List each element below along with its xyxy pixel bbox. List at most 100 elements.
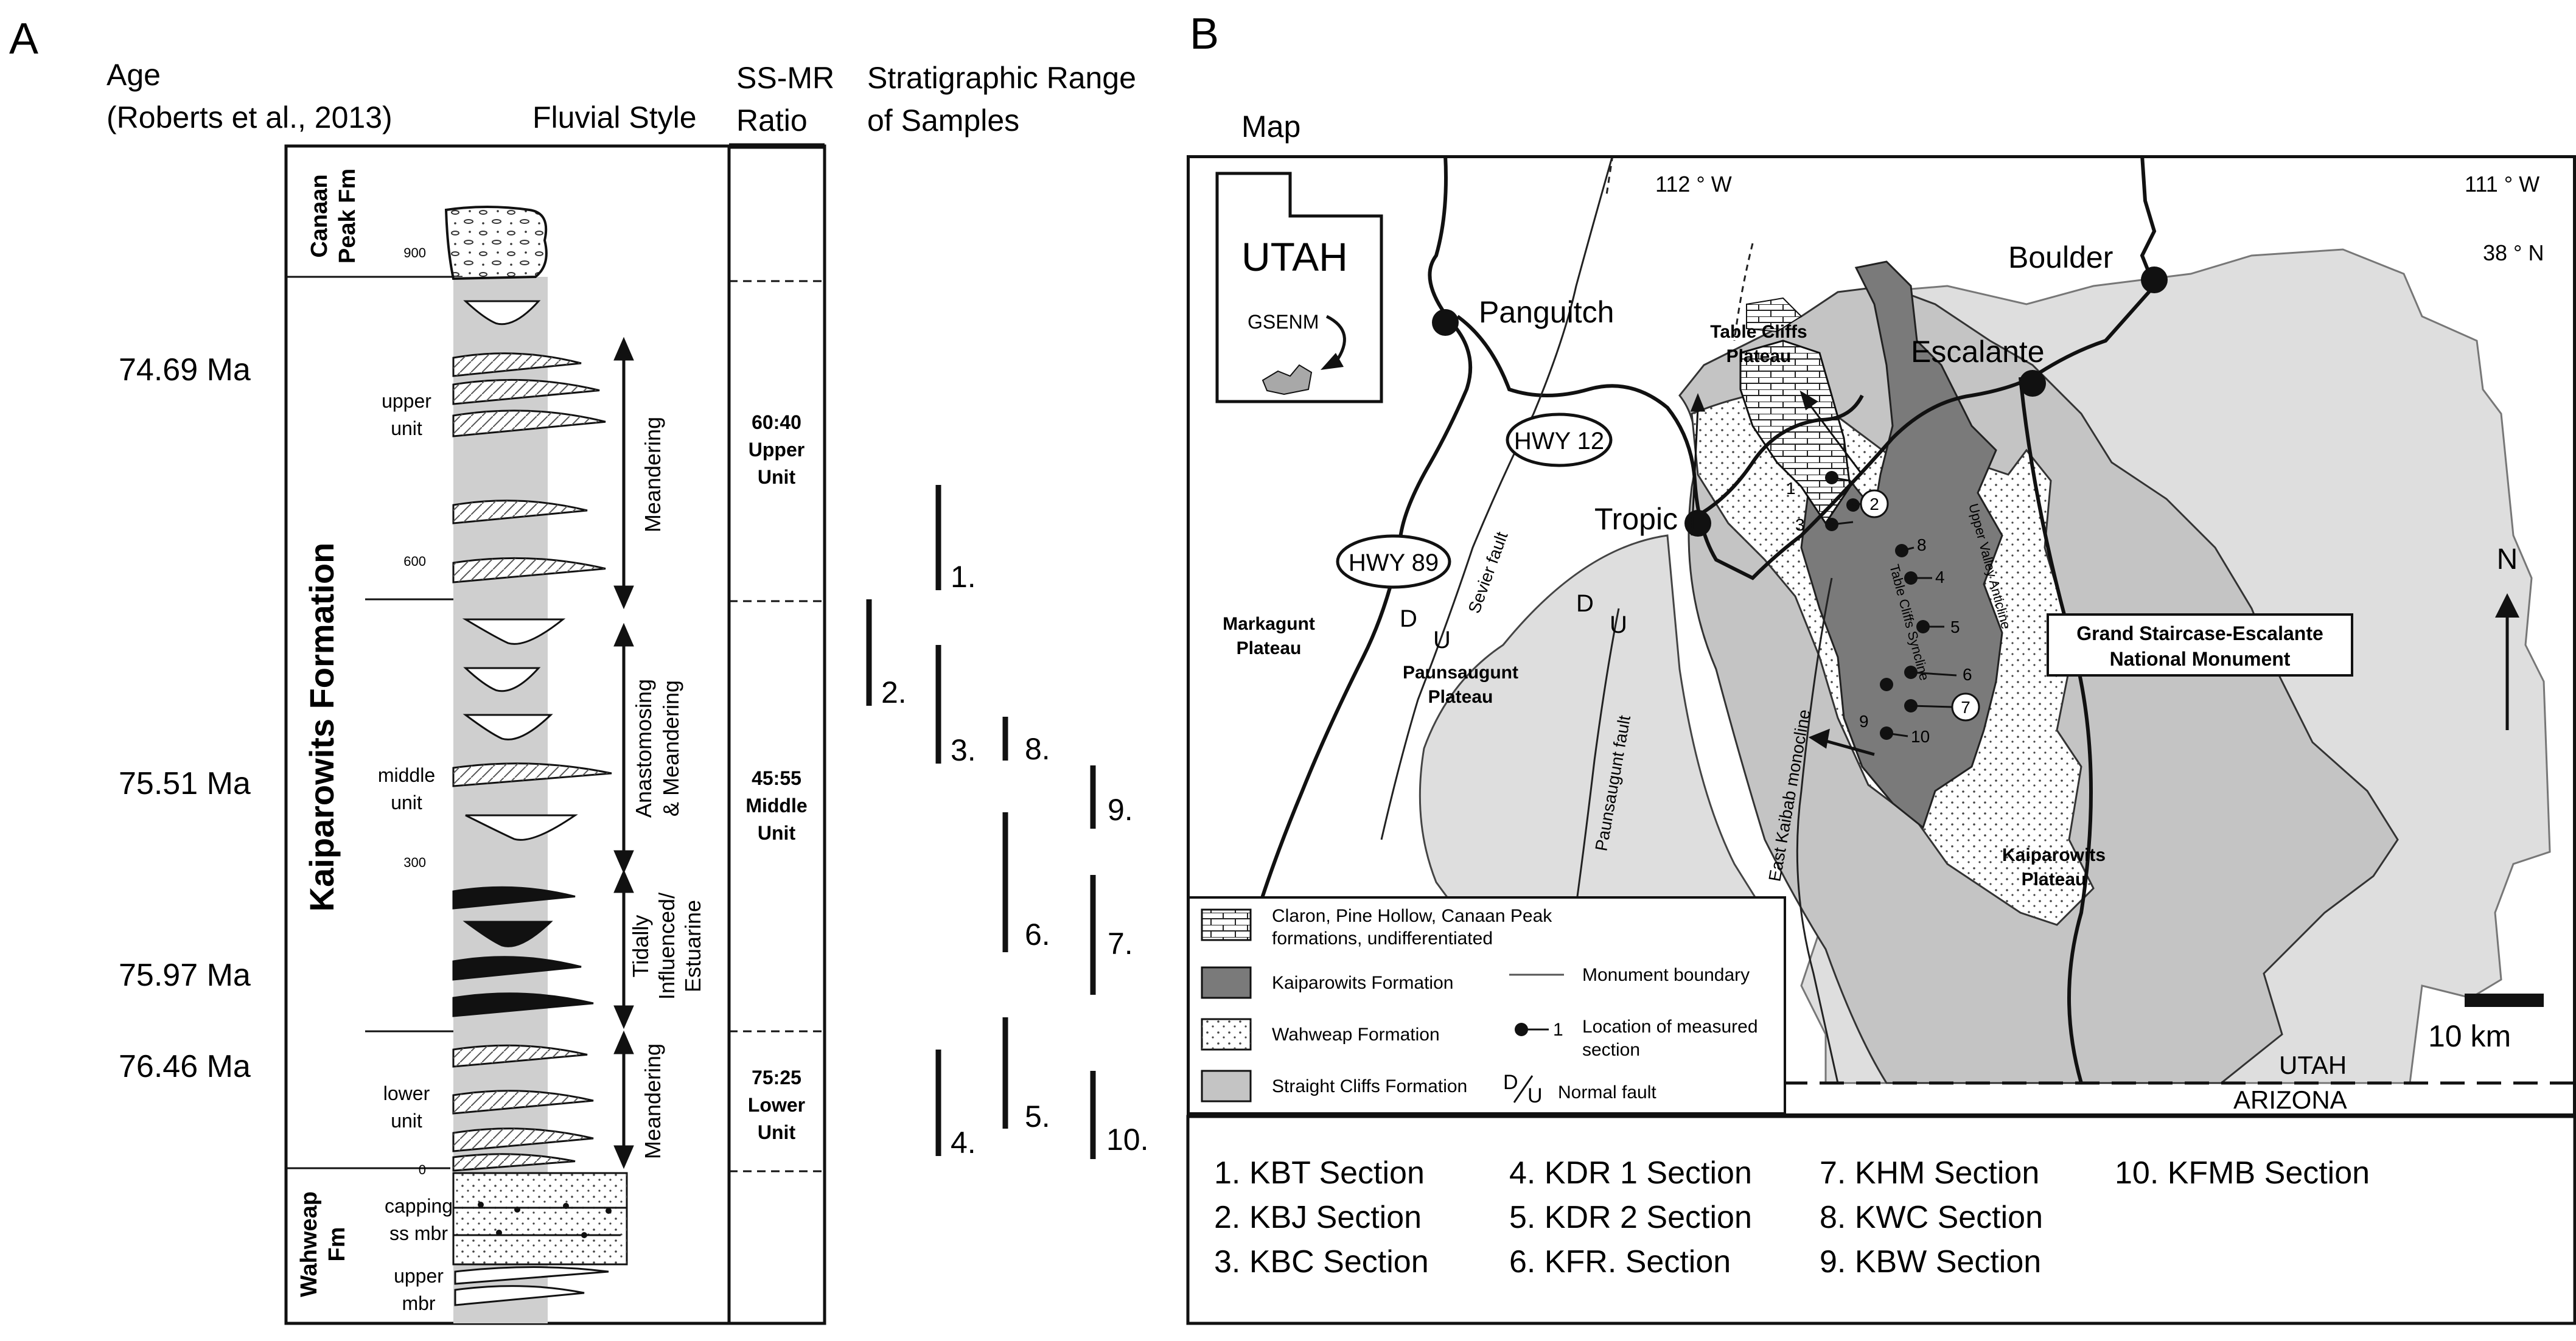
sample-range: 1.: [935, 485, 976, 594]
legend-label: Kaiparowits Formation: [1272, 973, 1453, 993]
fault-throw-mark: D: [1576, 590, 1594, 617]
style-arrows: [613, 336, 634, 1169]
style-label: Tidally: [628, 915, 653, 978]
legend-label: section: [1582, 1040, 1640, 1060]
canaan-peak-label-1: Canaan: [307, 174, 332, 257]
monument-label-1: Grand Staircase-Escalante: [2076, 622, 2323, 644]
style-label: Anastomosing: [631, 679, 656, 818]
channel-body: [463, 667, 541, 692]
section-location-number: 1: [1786, 479, 1796, 498]
unit-label: middle: [378, 764, 435, 786]
highway-label: HWY 89: [1349, 549, 1439, 576]
channel-bodies: [452, 300, 612, 1172]
town-label: Escalante: [1911, 335, 2045, 369]
section-location: 9: [1859, 678, 1893, 731]
channel-body-hatch: [453, 380, 599, 404]
sample-label: 1.: [951, 560, 976, 594]
section-list-item: 1. KBT Section: [1214, 1155, 1425, 1191]
monument-label: Grand Staircase-Escalante National Monum…: [2047, 613, 2353, 677]
legend-label: Wahweap Formation: [1272, 1025, 1440, 1045]
style-label: Estuarine: [680, 900, 705, 992]
channel-body: [452, 992, 594, 1017]
map-title: Map: [1241, 110, 1300, 144]
ratio-labels: 60:40 Upper Unit 45:55 Middle Unit 75:25…: [745, 411, 807, 1143]
sample-range: 5.: [1002, 1017, 1050, 1134]
sample-label: 9.: [1108, 793, 1133, 827]
monument-label-2: National Monument: [2110, 648, 2291, 670]
section-location-number: 7: [1961, 698, 1970, 717]
section-list-item: 4. KDR 1 Section: [1509, 1155, 1752, 1191]
town-marker: [1432, 309, 1459, 336]
gsenm-label: GSENM: [1248, 311, 1319, 333]
town-marker: [2141, 266, 2168, 293]
place-label: Table Cliffs: [1710, 322, 1807, 342]
channel-body-hatch: [453, 558, 606, 582]
unit-label: capping: [385, 1195, 453, 1217]
section-list-item: 3. KBC Section: [1214, 1244, 1429, 1280]
state-border: UTAH ARIZONA: [1783, 1051, 2576, 1114]
state-label: UTAH: [1241, 234, 1348, 279]
channel-body: [463, 300, 541, 326]
sample-range: 8.: [1002, 717, 1050, 766]
ratio-label: Unit: [758, 1121, 796, 1143]
claron-area: [1739, 340, 1851, 525]
panel-a: A Age (Roberts et al., 2013) Fluvial Sty…: [9, 15, 1149, 1325]
ratio-label: Unit: [758, 822, 796, 844]
unit-label: lower: [383, 1082, 430, 1104]
channel-body-hatch: [453, 410, 606, 436]
legend-label: formations, undifferentiated: [1272, 928, 1493, 949]
legend-label: Location of measured: [1582, 1017, 1758, 1037]
range-header-2: of Samples: [867, 103, 1019, 138]
longitude-111-label: 111 ° W: [2465, 172, 2539, 197]
sample-label: 3.: [951, 733, 976, 767]
sample-range: 3.: [935, 645, 976, 767]
towns: Panguitch Boulder Escalante Tropic: [1432, 240, 2168, 537]
ratio-label: 45:55: [752, 767, 801, 789]
channel-body: [462, 618, 566, 645]
style-labels: Meandering Anastomosing & Meandering Tid…: [628, 417, 705, 1159]
section-location-number: 4: [1935, 568, 1945, 587]
section-location-number: 9: [1859, 712, 1869, 731]
sample-range: 10.: [1090, 1071, 1149, 1159]
fluvial-style-header: Fluvial Style: [532, 100, 697, 134]
age-reference: (Roberts et al., 2013): [106, 100, 393, 134]
section-list-item: 9. KBW Section: [1820, 1244, 2041, 1280]
ratio-label: 60:40: [752, 411, 801, 433]
ratio-label: Middle: [745, 795, 807, 817]
fault-throw-marks: D U D U: [1400, 590, 1627, 653]
map-legend: Claron, Pine Hollow, Canaan Peak formati…: [1187, 896, 1786, 1115]
depth-tick-label: 900: [403, 245, 426, 260]
unit-label: upper: [382, 390, 431, 412]
channel-body: [465, 814, 578, 841]
section-list-item: 2. KBJ Section: [1214, 1200, 1422, 1235]
sample-label: 4.: [951, 1126, 976, 1160]
canaan-peak-conglomerate: [444, 206, 548, 280]
north-label: N: [2497, 543, 2518, 576]
sample-range: 2.: [866, 599, 907, 709]
channel-body: [452, 886, 576, 910]
unit-label: ss mbr: [389, 1222, 448, 1244]
sample-label: 8.: [1025, 732, 1050, 766]
style-label: Meandering: [640, 417, 665, 532]
town-marker: [2019, 370, 2046, 397]
north-arrow: N: [2495, 543, 2519, 730]
sections-list: 1. KBT Section 2. KBJ Section 3. KBC Sec…: [1214, 1155, 2370, 1280]
depth-tick-label: 600: [403, 554, 426, 569]
wahweap-label-2: Fm: [324, 1227, 350, 1262]
channel-body: [462, 714, 553, 740]
section-locations: 1 2 3 4 5 6 7 8 9 10: [1786, 471, 1980, 746]
legend-label: D: [1503, 1071, 1518, 1094]
channel-body-hatch: [453, 500, 587, 523]
latitude-38-label: 38 ° N: [2483, 240, 2544, 265]
sample-label: 6.: [1025, 918, 1050, 952]
depth-tick-label: 300: [403, 855, 426, 870]
style-label: & Meandering: [658, 680, 683, 817]
highway-shields: HWY 12 HWY 89: [1336, 413, 1613, 589]
sample-label: 10.: [1106, 1123, 1149, 1157]
fault-throw-mark: U: [1610, 611, 1627, 638]
panel-b: B Map: [1186, 10, 2576, 1325]
style-label: Meandering: [640, 1043, 665, 1159]
depth-tick-label: 0: [419, 1162, 426, 1177]
ratio-header-1: SS-MR: [736, 61, 834, 95]
canaan-peak-label-2: Peak Fm: [335, 169, 360, 263]
